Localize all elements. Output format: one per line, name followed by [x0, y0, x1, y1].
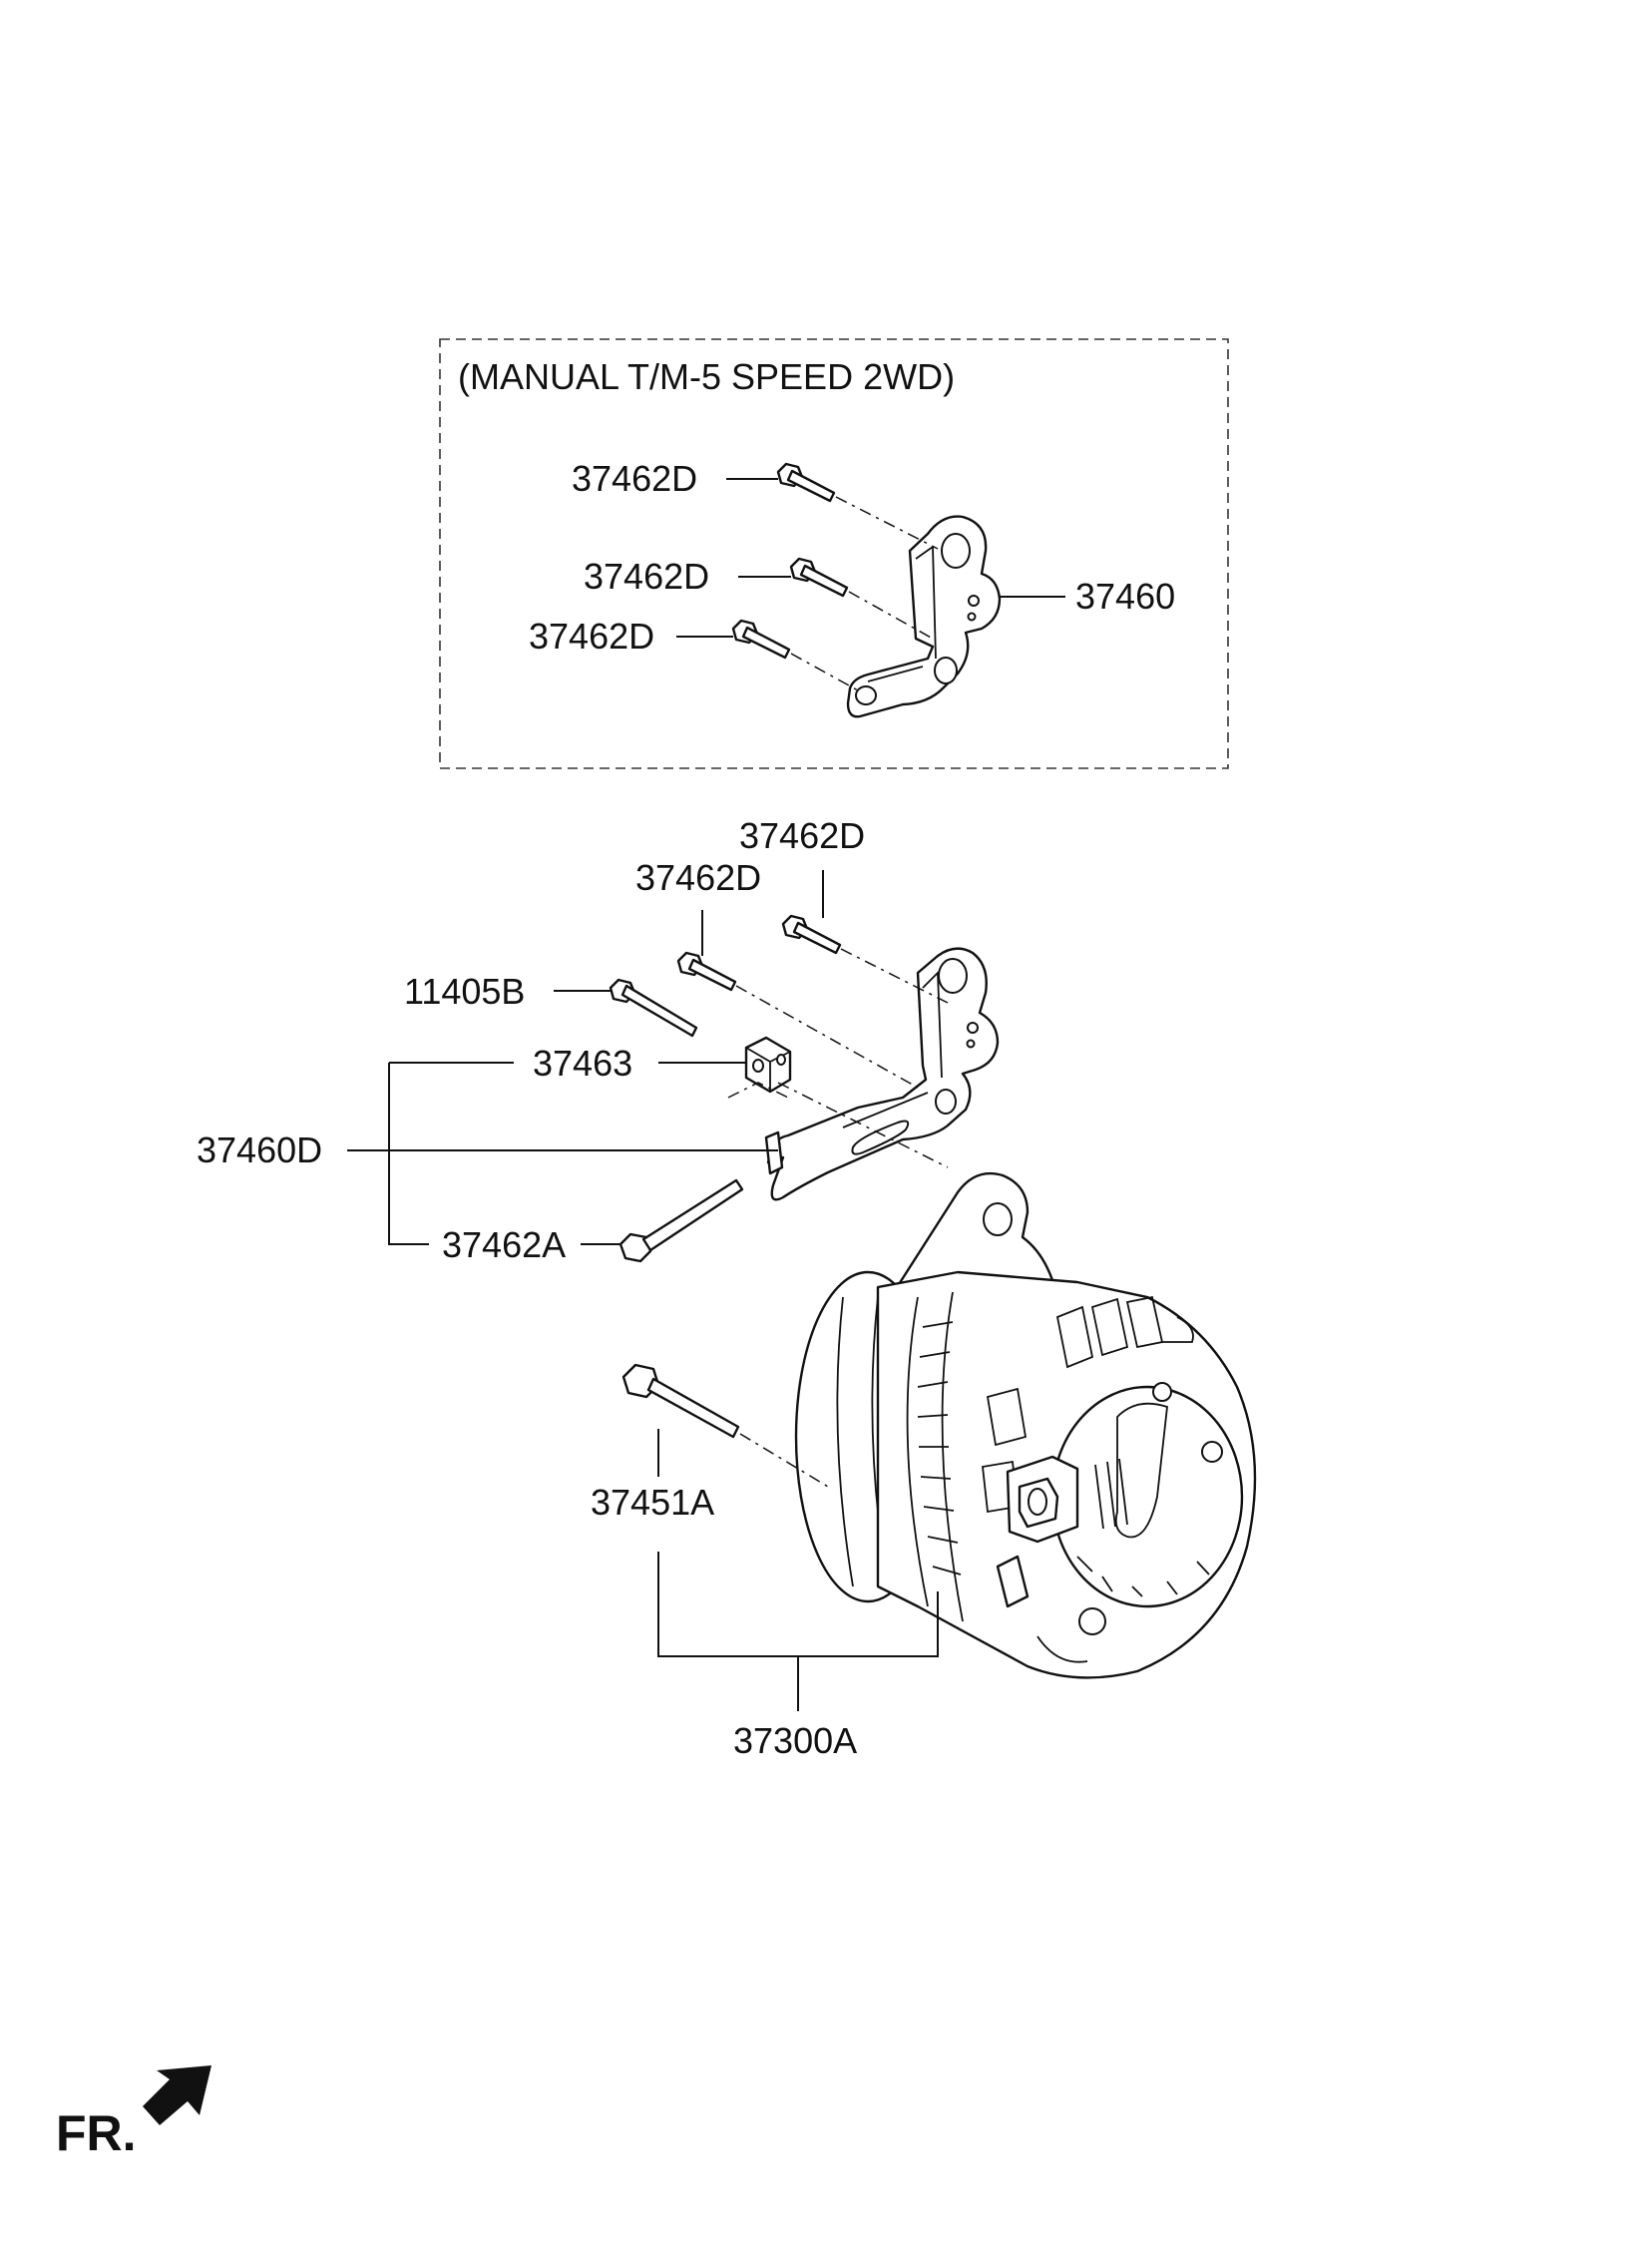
front-label: FR. [56, 2105, 137, 2161]
bracket-assembly: 37462D 37462D 11405B 37463 37460D 37462A [197, 815, 1000, 1265]
front-arrow-icon [143, 2065, 211, 2125]
bolt-37462d-upper-1[interactable] [781, 914, 842, 955]
bolt-37451a[interactable] [621, 1363, 740, 1439]
label-37462d-box-2: 37462D [584, 556, 709, 597]
label-37451a: 37451A [591, 1482, 714, 1523]
bolt-11405b[interactable] [609, 978, 698, 1038]
assembly-line [739, 1433, 829, 1488]
label-37460d: 37460D [197, 1129, 322, 1170]
label-11405b: 11405B [404, 971, 525, 1012]
bolt-37462a[interactable] [619, 1178, 744, 1263]
label-37462d-box-3: 37462D [529, 616, 654, 657]
label-37462d-upper-2: 37462D [635, 857, 761, 898]
label-37462d-upper-1: 37462D [739, 815, 865, 856]
assembly-line [777, 1082, 949, 1168]
bracket-37460[interactable] [846, 515, 1002, 718]
assembly-line [735, 985, 919, 1089]
label-37462d-box-1: 37462D [572, 458, 697, 499]
bolt-37462d-box-1[interactable] [776, 462, 836, 503]
bolt-37462d-box-3[interactable] [731, 619, 791, 660]
assembly-line [727, 1082, 789, 1099]
variant-box: (MANUAL T/M-5 SPEED 2WD) [439, 338, 1229, 769]
front-orientation: FR. [56, 2065, 211, 2161]
variant-box-title: (MANUAL T/M-5 SPEED 2WD) [458, 356, 955, 397]
alternator-37300a[interactable] [794, 1171, 1257, 1679]
label-37462a: 37462A [442, 1224, 566, 1265]
variant-box-border [439, 338, 1229, 769]
label-37463: 37463 [533, 1043, 632, 1084]
label-37300a: 37300A [733, 1720, 857, 1761]
assembly-line [790, 653, 859, 691]
bolt-37462d-upper-2[interactable] [676, 951, 737, 992]
assembly-line [840, 948, 949, 1004]
leader-line [388, 1062, 514, 1245]
bolt-37462d-box-2[interactable] [789, 557, 849, 598]
assembly-line [835, 496, 939, 550]
bracket-37460d[interactable] [764, 947, 1000, 1201]
label-37460: 37460 [1075, 576, 1175, 617]
bushing-37463[interactable] [744, 1036, 792, 1094]
